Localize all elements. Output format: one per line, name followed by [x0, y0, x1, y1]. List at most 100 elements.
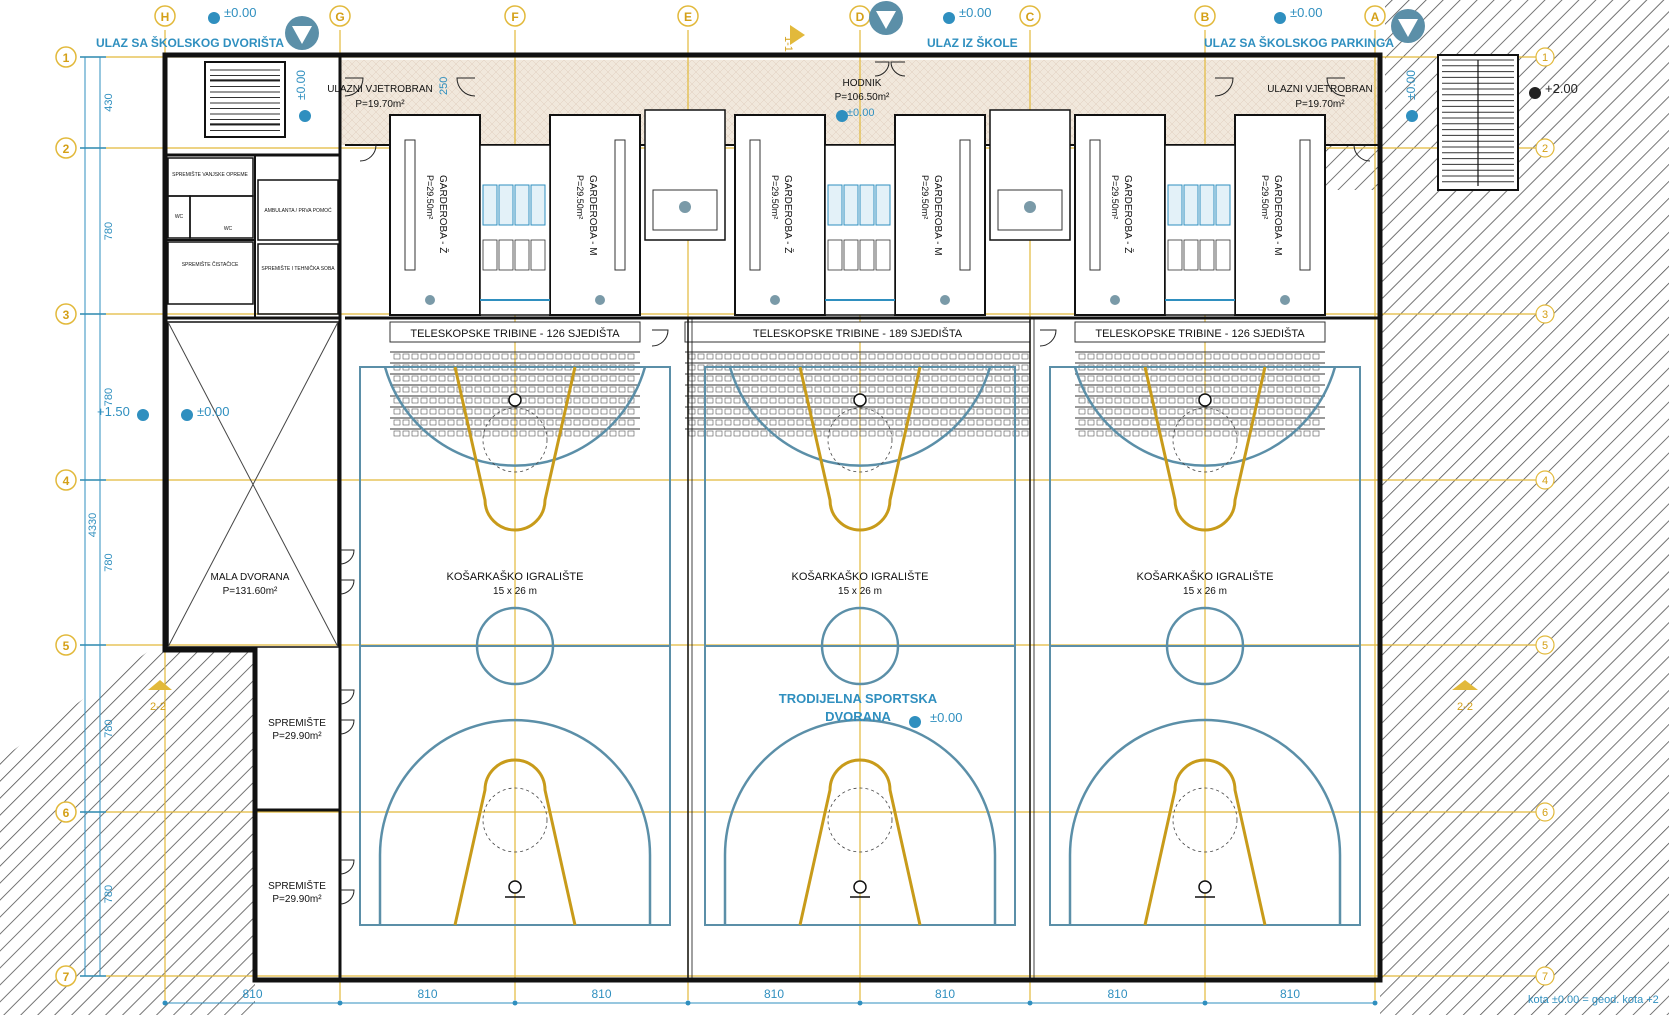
seat	[1003, 353, 1011, 360]
seat	[1204, 353, 1212, 360]
seat	[787, 353, 795, 360]
seat	[877, 386, 885, 393]
seat	[1285, 375, 1293, 382]
seat	[1222, 408, 1230, 415]
seat	[1021, 375, 1029, 382]
storage-name-2: SPREMIŠTE	[268, 879, 326, 892]
seat	[591, 353, 599, 360]
seat	[976, 419, 984, 426]
seat	[1222, 430, 1230, 437]
seat	[1159, 408, 1167, 415]
free-throw-circle	[1172, 787, 1238, 853]
seat	[1141, 386, 1149, 393]
hoop-icon	[1198, 393, 1212, 407]
seat	[591, 430, 599, 437]
seat	[1132, 408, 1140, 415]
seat	[618, 397, 626, 404]
seat	[1141, 353, 1149, 360]
seat	[1213, 353, 1221, 360]
key-line	[453, 366, 577, 532]
seat	[796, 419, 804, 426]
seat	[1168, 353, 1176, 360]
seat	[1312, 386, 1320, 393]
small-hall	[167, 321, 339, 648]
seat	[528, 419, 536, 426]
corridor-area: P=106.50m²	[835, 92, 890, 103]
seat	[429, 375, 437, 382]
seat	[1021, 353, 1029, 360]
small-hall-name: MALA DVORANA	[211, 572, 290, 583]
seat	[501, 419, 509, 426]
seat	[850, 386, 858, 393]
wc-cubicle	[482, 239, 498, 271]
seat	[715, 430, 723, 437]
seat	[715, 419, 723, 426]
seat	[483, 375, 491, 382]
seat	[1231, 408, 1239, 415]
seat	[724, 408, 732, 415]
seat	[582, 375, 590, 382]
seat	[483, 408, 491, 415]
seat	[1168, 408, 1176, 415]
vestibule-left-area: P=19.70m²	[355, 99, 405, 110]
seat	[1168, 397, 1176, 404]
shower-cubicle	[875, 184, 891, 226]
room-label-small: SPREMIŠTE ČISTAČICE	[182, 261, 239, 268]
grid-column-label: C	[1026, 10, 1035, 24]
seat	[1123, 375, 1131, 382]
seat	[546, 419, 554, 426]
seat	[447, 353, 455, 360]
dimension-tick	[337, 1000, 343, 1006]
seat	[1231, 397, 1239, 404]
seat	[760, 386, 768, 393]
seat	[733, 408, 741, 415]
seat	[465, 397, 473, 404]
seat	[528, 408, 536, 415]
seat	[429, 430, 437, 437]
seat	[618, 430, 626, 437]
section-mark: 2-2	[1457, 701, 1473, 713]
seat	[1204, 430, 1212, 437]
seat	[1213, 408, 1221, 415]
seat	[715, 397, 723, 404]
seat	[546, 408, 554, 415]
wardrobe-area: P=29.50m²	[1110, 175, 1120, 219]
seat	[420, 397, 428, 404]
shower-cubicle	[827, 184, 843, 226]
seat	[751, 386, 759, 393]
seat	[1285, 408, 1293, 415]
wc-cubicle	[514, 239, 530, 271]
corridor-name: HODNIK	[843, 78, 882, 89]
seat	[823, 430, 831, 437]
seat	[1195, 386, 1203, 393]
seat	[1276, 419, 1284, 426]
seat	[760, 408, 768, 415]
seat	[1213, 397, 1221, 404]
seat	[778, 353, 786, 360]
seat	[1123, 386, 1131, 393]
seat	[609, 430, 617, 437]
seat	[501, 430, 509, 437]
seat	[609, 386, 617, 393]
seat	[573, 430, 581, 437]
seat	[573, 353, 581, 360]
seat	[510, 375, 518, 382]
bench	[614, 139, 626, 271]
seat	[537, 408, 545, 415]
wc-cubicle	[1167, 239, 1183, 271]
fixture-icon	[595, 295, 605, 305]
seat	[492, 419, 500, 426]
seat	[519, 430, 527, 437]
seat	[627, 375, 635, 382]
seat	[931, 419, 939, 426]
three-point-arc	[728, 366, 992, 467]
level-text: ±0.00	[294, 70, 308, 100]
seat	[600, 397, 608, 404]
seat	[501, 353, 509, 360]
dimension-text: 780	[103, 719, 115, 737]
door-swings	[339, 61, 1371, 905]
seat	[1105, 386, 1113, 393]
seat	[949, 397, 957, 404]
seat	[1021, 419, 1029, 426]
seat	[1021, 397, 1029, 404]
